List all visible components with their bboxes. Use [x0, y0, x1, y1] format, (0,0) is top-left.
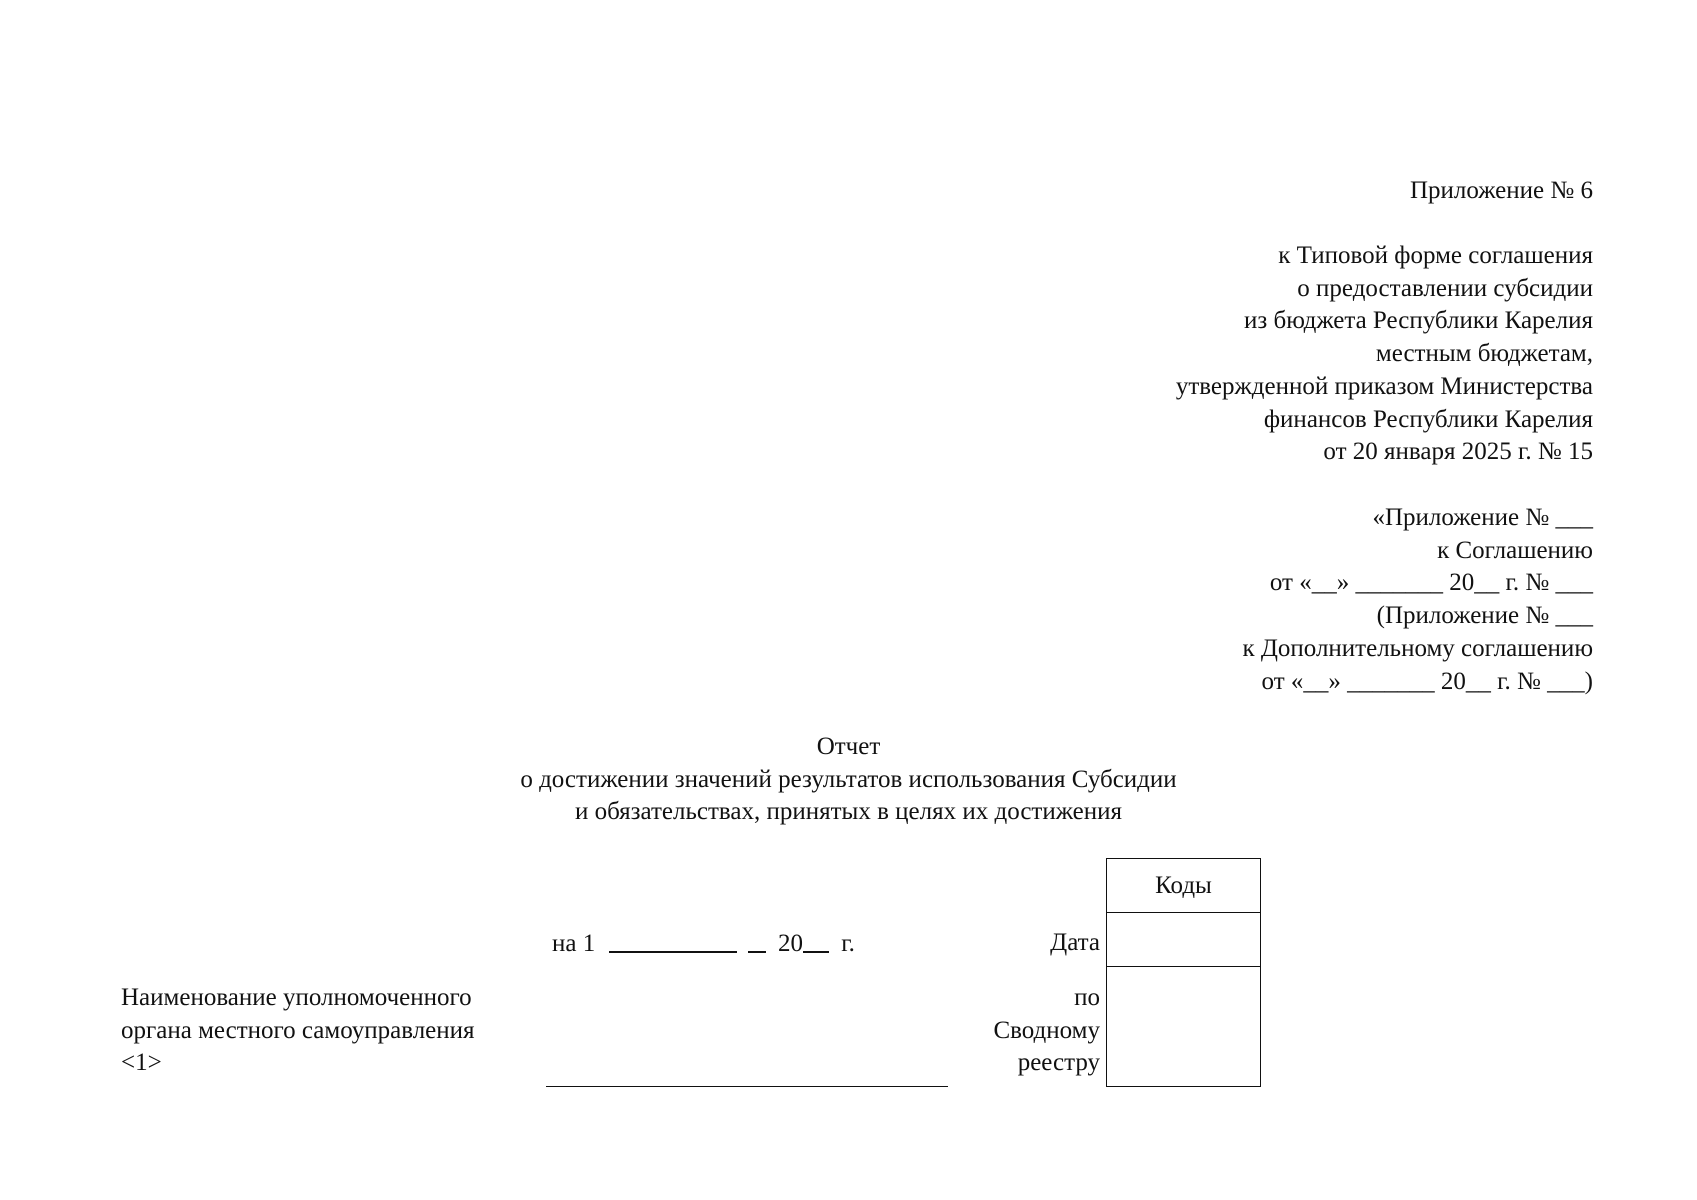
approval-reference: к Типовой форме соглашения о предоставле… — [1176, 240, 1593, 469]
approval-line: местным бюджетам, — [1375, 340, 1593, 368]
codes-registry-label-line: реестру — [1017, 1049, 1100, 1077]
codes-table: Коды — [1106, 858, 1261, 1087]
agreement-line: к Соглашению — [1437, 536, 1593, 564]
agreement-line: (Приложение № ___ — [1376, 602, 1593, 630]
agreement-line: от «__» _______ 20__ г. № ___ — [1269, 569, 1593, 597]
report-date-line: на 1 20 г. — [552, 927, 855, 961]
authority-label-line: Наименование уполномоченного — [121, 984, 472, 1011]
codes-header: Коды — [1107, 859, 1260, 913]
report-title-line: Отчет — [816, 733, 881, 760]
authority-label-line: <1> — [121, 1049, 162, 1077]
codes-registry-label-line: Сводному — [993, 1016, 1100, 1044]
codes-date-label: Дата — [1050, 929, 1100, 956]
codes-date-cell[interactable] — [1107, 913, 1260, 967]
codes-registry-label-line: по — [1074, 984, 1100, 1011]
appendix-number-text: Приложение № 6 — [1409, 177, 1593, 204]
report-title-line: и обязательствах, принятых в целях их до… — [574, 798, 1123, 826]
authority-label-line: органа местного самоуправления — [121, 1016, 475, 1044]
date-day-blank[interactable] — [747, 929, 766, 953]
authority-name-field[interactable] — [546, 1086, 948, 1087]
report-title-line: о достижении значений результатов исполь… — [520, 765, 1177, 793]
approval-line: к Типовой форме соглашения — [1278, 242, 1593, 269]
agreement-line: к Дополнительному соглашению — [1242, 634, 1593, 662]
approval-line: о предоставлении субсидии — [1297, 274, 1593, 302]
date-year-blank[interactable] — [802, 929, 829, 953]
agreement-line: от «__» _______ 20__ г. № ___) — [1261, 667, 1593, 695]
approval-line: утвержденной приказом Министерства — [1175, 372, 1593, 400]
date-year-prefix: 20 — [777, 930, 803, 957]
agreement-line: «Приложение № ___ — [1372, 504, 1593, 531]
agreement-reference: «Приложение № ___ к Соглашению от «__» _… — [1242, 502, 1593, 698]
codes-registry-cell[interactable] — [1107, 967, 1260, 1086]
approval-line: финансов Республики Карелия — [1263, 405, 1593, 433]
date-suffix: г. — [841, 930, 855, 957]
approval-line: из бюджета Республики Карелия — [1243, 307, 1593, 335]
approval-line: от 20 января 2025 г. № 15 — [1323, 438, 1593, 466]
date-prefix: на 1 — [552, 930, 596, 957]
codes-registry-label: по Сводному реестру — [993, 982, 1100, 1080]
date-month-blank[interactable] — [609, 929, 738, 953]
authority-label: Наименование уполномоченного органа мест… — [121, 982, 475, 1080]
report-title: Отчет о достижении значений результатов … — [0, 731, 1697, 829]
appendix-number: Приложение № 6 — [1410, 175, 1593, 208]
